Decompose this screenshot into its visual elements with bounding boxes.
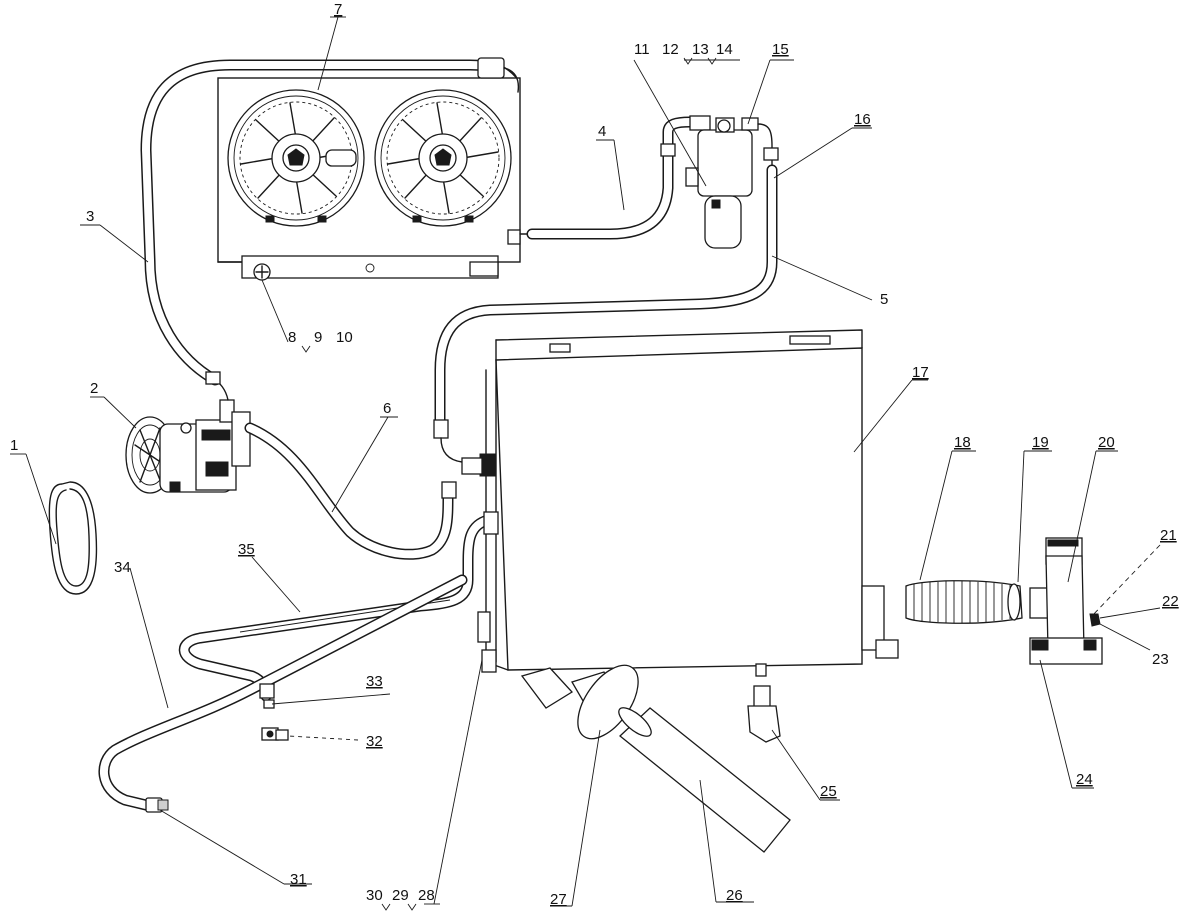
label-19: 19: [1032, 434, 1049, 451]
label-7: 7: [334, 1, 342, 18]
label-23: 23: [1152, 651, 1169, 668]
label-12: 12: [662, 41, 679, 58]
label-34: 34: [114, 559, 131, 576]
label-25: 25: [820, 783, 837, 800]
label-20: 20: [1098, 434, 1115, 451]
belt-icon: [48, 481, 98, 595]
label-13: 13: [692, 41, 709, 58]
receiver-drier: [685, 115, 779, 249]
label-4: 4: [598, 123, 606, 140]
label-16: 16: [854, 111, 871, 128]
label-15: 15: [772, 41, 789, 58]
label-32: 32: [366, 733, 383, 750]
label-33: 33: [366, 673, 383, 690]
label-2: 2: [90, 380, 98, 397]
compressor-icon: [125, 399, 251, 494]
fan-icon: [227, 89, 365, 227]
label-9: 9: [314, 329, 322, 346]
label-10: 10: [336, 329, 353, 346]
label-11: 11: [634, 41, 650, 58]
label-22: 22: [1162, 593, 1179, 610]
evaporator-box: [461, 329, 899, 677]
label-18: 18: [954, 434, 971, 451]
label-27: 27: [550, 891, 567, 908]
hose-6: [244, 422, 457, 560]
hose-5: [433, 164, 778, 463]
label-6: 6: [383, 400, 391, 417]
group-ticks: [301, 57, 717, 911]
label-28: 28: [418, 887, 435, 904]
label-21: 21: [1160, 527, 1177, 544]
fitting-31: [145, 797, 169, 813]
label-17: 17: [912, 364, 929, 381]
flex-duct: [905, 580, 1023, 624]
hose-4: [526, 116, 696, 240]
fan-icon: [374, 89, 512, 227]
label-5: 5: [880, 291, 888, 308]
fitting-32-33: [259, 683, 289, 741]
leader-lines: [10, 16, 1161, 907]
label-1: 1: [10, 437, 18, 454]
part-labels: 1 2 3 4 5 6 7 8 9 10 11 12 13 14 15 16 1…: [10, 1, 1179, 908]
label-30: 30: [366, 887, 383, 904]
hose-34: [98, 574, 468, 812]
label-8: 8: [288, 329, 296, 346]
label-24: 24: [1076, 771, 1093, 788]
label-26: 26: [726, 887, 743, 904]
label-35: 35: [238, 541, 255, 558]
label-29: 29: [392, 887, 409, 904]
label-14: 14: [716, 41, 733, 58]
air-outlet: [1029, 537, 1103, 665]
bottom-outlets: [520, 664, 791, 853]
label-3: 3: [86, 208, 94, 225]
mounting-bolt: [253, 263, 271, 281]
label-31: 31: [290, 871, 307, 888]
